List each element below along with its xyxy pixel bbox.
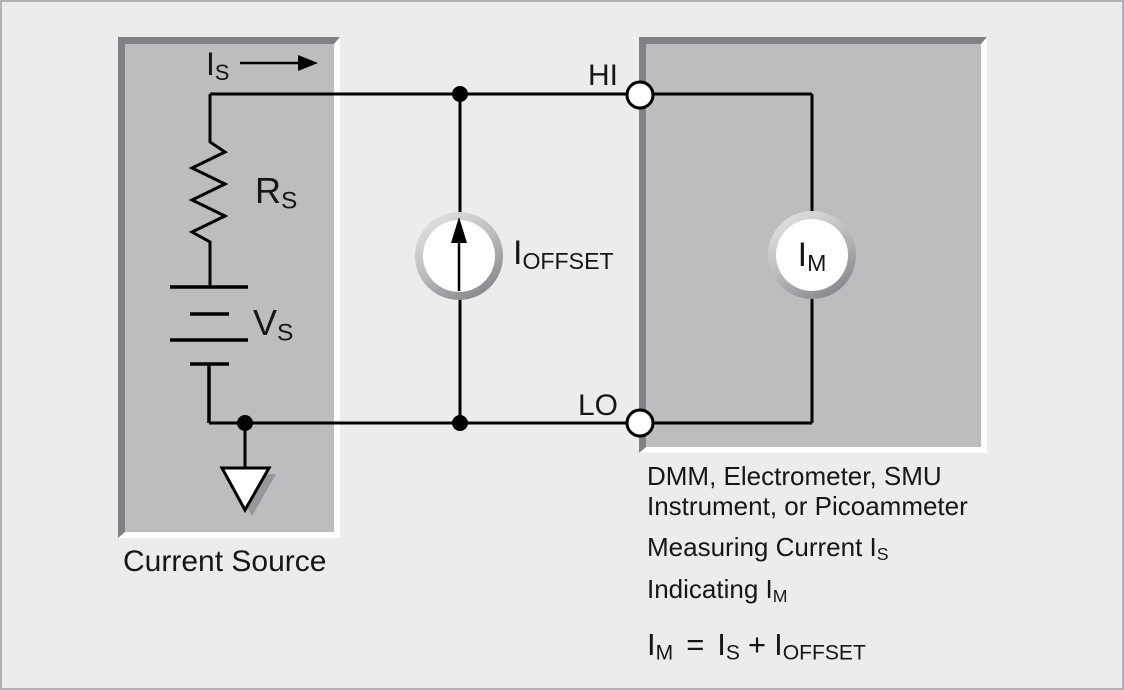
caption-line-1: DMM, Electrometer, SMU <box>647 461 942 491</box>
ioffset-label-sub: OFFSET <box>522 248 614 275</box>
equation-lhs-sub: M <box>655 641 674 665</box>
ground-symbol <box>219 423 276 516</box>
ioffset-label-main: I <box>513 234 523 272</box>
vs-label-main: V <box>253 302 278 343</box>
caption-line-3: Measuring Current IS <box>647 530 1007 572</box>
caption-line-3-text: Measuring Current I <box>647 532 877 562</box>
rs-label-sub: S <box>281 187 298 215</box>
junction-dot-ground <box>237 415 253 431</box>
equation-equals-sign: = <box>686 626 705 662</box>
is-label-main: I <box>206 46 215 82</box>
equation-term1-sub: S <box>725 641 740 665</box>
lo-terminal <box>625 408 655 438</box>
current-meter <box>768 211 856 299</box>
hi-terminal <box>625 80 655 110</box>
hi-terminal-label: HI <box>588 59 618 92</box>
junction-dot-bottom <box>452 415 468 431</box>
equation-plus-sign: + <box>747 626 767 662</box>
equation-term2-main: I <box>774 626 783 662</box>
rs-label: RS <box>255 173 297 214</box>
caption-block-2: Measuring Current IS Indicating IM <box>647 530 1007 614</box>
junction-dot-top <box>452 86 468 102</box>
instrument-caption: DMM, Electrometer, SMU Instrument, or Pi… <box>647 461 1007 663</box>
lo-terminal-label: LO <box>578 389 619 422</box>
equation: IM=IS+IOFFSET <box>647 629 1007 664</box>
current-source-box-label: Current Source <box>123 545 327 578</box>
meter-label: IM <box>772 238 852 275</box>
resistor-symbol <box>188 94 229 287</box>
is-arrow-icon <box>240 55 318 71</box>
offset-arrow-head-icon <box>451 217 467 243</box>
caption-line-4-text: Indicating I <box>647 573 773 604</box>
vs-label: VS <box>253 305 293 346</box>
equation-lhs-main: I <box>647 626 656 662</box>
meter-label-sub: M <box>807 250 827 277</box>
caption-line-2: Instrument, or Picoammeter <box>647 491 968 521</box>
rs-label-main: R <box>255 170 281 211</box>
caption-line-4: Indicating IM <box>647 572 1007 614</box>
is-label: IS <box>206 48 229 84</box>
caption-line-3-sub: S <box>876 543 889 564</box>
ioffset-label: IOFFSET <box>513 236 614 273</box>
equation-term2-sub: OFFSET <box>782 641 866 665</box>
meter-label-main: I <box>797 236 808 274</box>
ground-triangle <box>219 466 272 514</box>
vs-label-sub: S <box>277 319 294 347</box>
offset-current-source <box>415 212 503 300</box>
caption-line-4-sub: M <box>772 585 788 606</box>
battery-symbol <box>170 285 248 423</box>
meter-face <box>776 219 848 291</box>
is-label-sub: S <box>214 59 230 85</box>
equation-term1-main: I <box>717 626 726 662</box>
